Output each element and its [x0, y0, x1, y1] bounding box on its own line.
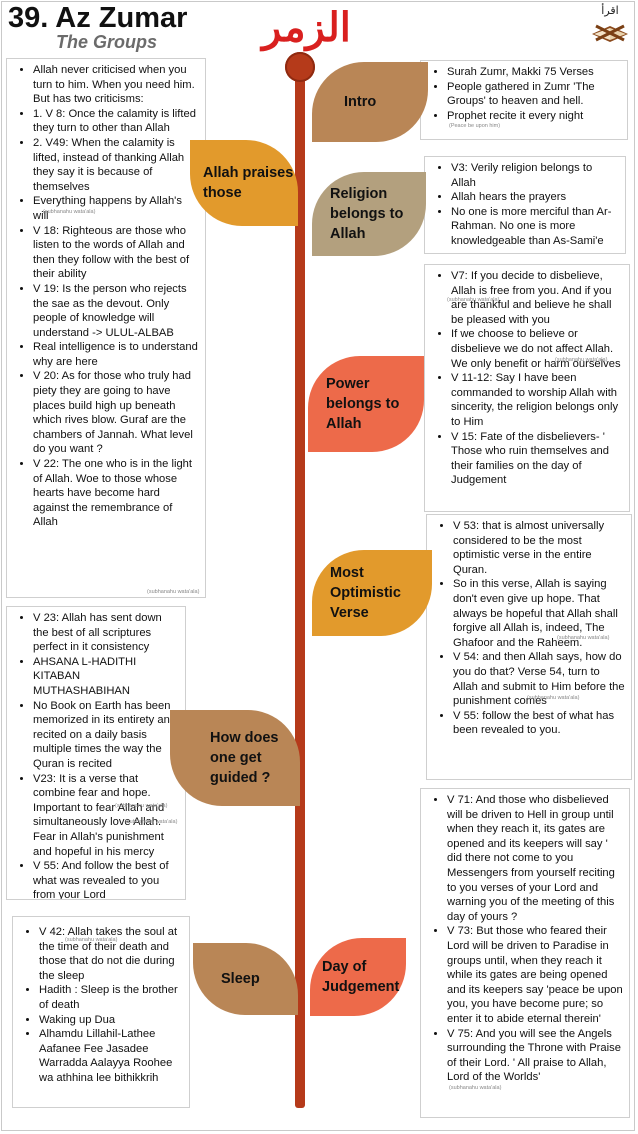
intro-box: Surah Zumr, Makki 75 Verses People gathe… — [420, 60, 628, 140]
judgement-box: V 71: And those who disbelieved will be … — [420, 788, 630, 1118]
list-item: Allah never criticised when you turn to … — [33, 63, 199, 107]
honorific-note: (subhanahu wata'ala) — [557, 635, 610, 641]
arabic-title: الزمر — [262, 4, 351, 51]
list-item: V3: Verily religion belongs to Allah — [451, 161, 619, 190]
judgement-list: V 71: And those who disbelieved will be … — [429, 793, 623, 1085]
left-bottom-list: V 42: Allah takes the soul at the time o… — [21, 925, 183, 1086]
list-item: V23: It is a verse that combine fear and… — [33, 772, 179, 860]
honorific-note: (subhanahu wata'ala) — [527, 695, 580, 701]
page-subtitle: The Groups — [56, 32, 158, 52]
list-item: So in this verse, Allah is saying don't … — [453, 577, 625, 650]
power-petal: Power belongs to Allah — [308, 356, 424, 452]
timeline-bar — [295, 78, 305, 1108]
list-item: Prophet recite it every night — [447, 109, 621, 124]
list-item: Real intelligence is to understand why a… — [33, 340, 199, 369]
left-top-list: Allah never criticised when you turn to … — [15, 63, 199, 530]
timeline-knob — [285, 52, 315, 82]
list-item: Allah hears the prayers — [451, 190, 619, 205]
list-item: V 75: And you will see the Angels surrou… — [447, 1027, 623, 1085]
list-item: AHSANA L-HADITHI KITABAN MUTHASHABIHAN — [33, 655, 179, 699]
list-item: V 71: And those who disbelieved will be … — [447, 793, 623, 924]
petal-label: Power belongs to Allah — [326, 376, 400, 432]
list-item: V 55: And follow the best of what was re… — [33, 859, 179, 899]
list-item: Waking up Dua — [39, 1013, 183, 1028]
optimistic-petal: Most Optimistic Verse — [312, 550, 432, 636]
list-item: V 11-12: Say I have been commanded to wo… — [451, 371, 623, 429]
list-item: V 18: Righteous are those who listen to … — [33, 224, 199, 282]
left-top-box: Allah never criticised when you turn to … — [6, 58, 206, 598]
list-item: V 22: The one who is in the light of All… — [33, 457, 199, 530]
list-item: 2. V49: When the calamity is lifted, ins… — [33, 136, 199, 194]
guided-petal: How does one get guided ? — [170, 710, 300, 806]
religion-box: V3: Verily religion belongs to Allah All… — [424, 156, 626, 254]
honorific-note: (subhanahu wata'ala) — [555, 357, 608, 363]
honorific-note: (subhanahu wata'ala) — [449, 1084, 502, 1091]
petal-label: Intro — [344, 94, 377, 110]
list-item: Everything happens by Allah's will — [33, 194, 199, 223]
petal-label: Religion belongs to Allah — [330, 186, 404, 242]
left-mid-list: V 23: Allah has sent down the best of al… — [15, 611, 179, 899]
honorific-note: (subhanahu wata'ala) — [147, 589, 200, 595]
list-item: V 15: Fate of the disbelievers- ' Those … — [451, 430, 623, 488]
honorific-note: (Peace be upon him) — [449, 123, 501, 130]
petal-label: Day of Judgement — [322, 959, 400, 995]
optimistic-box: V 53: that is almost universally conside… — [426, 514, 632, 780]
petal-label: Sleep — [221, 971, 260, 987]
petal-label: Allah praises those — [203, 165, 294, 201]
list-item: People gathered in Zumr 'The Groups' to … — [447, 80, 621, 109]
list-item: V 55: follow the best of what has been r… — [453, 709, 625, 738]
honorific-note: (subhanahu wata'ala) — [447, 297, 500, 303]
list-item: If we choose to believe or disbelieve we… — [451, 327, 623, 371]
honorific-note: (subhanahu wata'ala) — [43, 209, 96, 215]
religion-petal: Religion belongs to Allah — [312, 172, 426, 256]
honorific-note: (subhanahu wata'ala) — [115, 803, 168, 809]
list-item: No Book on Earth has been memorized in i… — [33, 699, 179, 772]
list-item: V 23: Allah has sent down the best of al… — [33, 611, 179, 655]
power-box: V7: If you decide to disbelieve, Allah i… — [424, 264, 630, 512]
petal-label: Most Optimistic Verse — [330, 565, 401, 621]
optimistic-list: V 53: that is almost universally conside… — [435, 519, 625, 738]
list-item: V 42: Allah takes the soul at the time o… — [39, 925, 183, 983]
religion-list: V3: Verily religion belongs to Allah All… — [433, 161, 619, 249]
allah-praises-petal: Allah praises those — [190, 140, 298, 226]
list-item: 1. V 8: Once the calamity is lifted they… — [33, 107, 199, 136]
intro-petal: Intro — [312, 62, 428, 142]
honorific-note: (subhanahu wata'ala) — [65, 937, 118, 943]
list-item: No one is more merciful than Ar-Rahman. … — [451, 205, 619, 249]
book-logo-icon: اقرأ — [588, 4, 632, 44]
list-item: Surah Zumr, Makki 75 Verses — [447, 65, 621, 80]
logo-text: اقرأ — [601, 4, 619, 17]
page-title: 39. Az Zumar — [8, 2, 188, 34]
list-item: Hadith : Sleep is the brother of death — [39, 983, 183, 1012]
petal-label: How does one get guided ? — [210, 730, 279, 786]
power-list: V7: If you decide to disbelieve, Allah i… — [433, 269, 623, 488]
list-item: V 54: and then Allah says, how do you do… — [453, 650, 625, 708]
list-item: Alhamdu Lillahil-Lathee Aafanee Fee Jasa… — [39, 1027, 183, 1085]
left-mid-box: V 23: Allah has sent down the best of al… — [6, 606, 186, 900]
list-item: V 53: that is almost universally conside… — [453, 519, 625, 577]
list-item: V7: If you decide to disbelieve, Allah i… — [451, 269, 623, 327]
intro-list: Surah Zumr, Makki 75 Verses People gathe… — [429, 65, 621, 123]
list-item: V 73: But those who feared their Lord wi… — [447, 924, 623, 1026]
list-item: V 19: Is the person who rejects the sae … — [33, 282, 199, 340]
left-bottom-box: V 42: Allah takes the soul at the time o… — [12, 916, 190, 1108]
honorific-note: (subhanahu wata'ala) — [125, 819, 178, 825]
list-item: V 20: As for those who truly had piety t… — [33, 369, 199, 457]
